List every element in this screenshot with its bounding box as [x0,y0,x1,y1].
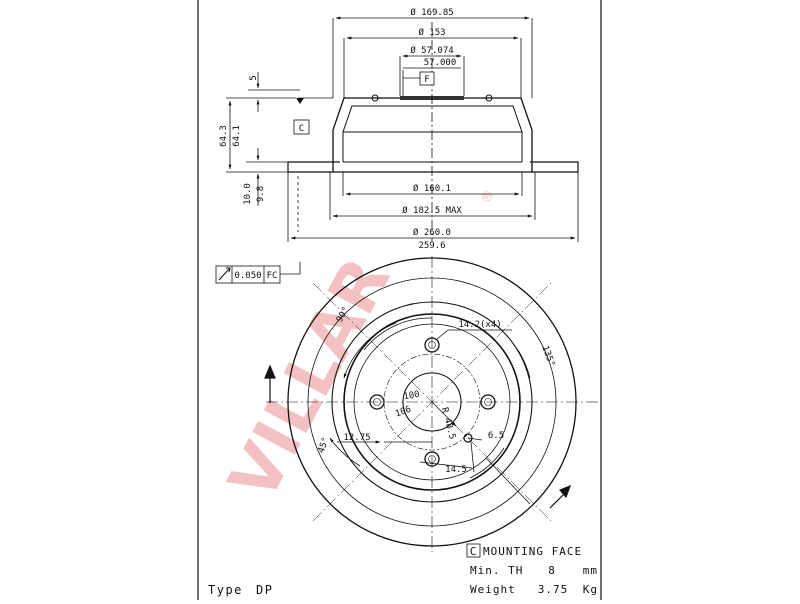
dim-hat-height-min: 64.1 [232,125,242,147]
runout-arrow-icon [218,268,230,281]
type-value: DP [256,583,273,597]
watermark-registered: ® [477,187,498,207]
dim-offset-12-75: 12.75 [343,433,370,443]
dim-disc-thickness-min: 9.8 [256,186,266,202]
dim-disc-thickness-max: 10.0 [243,183,253,205]
datum-f-box: F [419,71,435,86]
dim-disc-dia-max: Ø 260.0 [413,227,451,238]
min-th-label: Min. TH [470,564,523,577]
dim-hole-dia: 14.2(x4) [458,320,501,330]
dim-bore-max: Ø 57.074 [410,45,453,56]
dim-pcd-106: 106 [394,405,413,420]
dim-pcd-100: 100 [403,390,421,403]
runout-tolerance-frame: 0.050 FC [215,262,301,284]
dim-hat-top-thickness: 5 [249,75,259,80]
legend-text: MOUNTING FACE [483,545,582,558]
datum-c-label: C [299,124,304,134]
runout-ref: FC [267,271,278,281]
dim-bore-min: 57.000 [424,58,457,68]
dim-small-hole: 6.5 [488,431,504,441]
side-view-dimensions [226,16,579,242]
weight-value: 3.75 [538,583,569,596]
dim-drum-max: Ø 182.5 MAX [402,205,462,216]
front-view-dimensions [329,322,531,505]
type-label: Type [208,583,243,597]
datum-c-box: C [293,119,310,135]
weight-label: Weight [470,583,516,596]
view-arrow-diagonal-icon [558,484,572,499]
view-direction-arrows [264,364,572,509]
dim-angle-135: 135° [539,344,556,368]
dim-inner-dia: Ø 160.1 [413,183,451,194]
type-block: Type DP [208,583,273,597]
locating-hole [463,433,473,443]
legend-box-label: C [470,545,478,558]
dim-outer-flange: Ø 169.85 [410,7,453,18]
runout-value: 0.050 [234,271,261,281]
dim-disc-dia-min: 259.6 [418,241,445,251]
weight-unit: Kg [583,583,598,596]
dim-offset-14-5: 14.5 [445,465,467,475]
notes-block: C MOUNTING FACE Min. TH 8 mm Weight 3.75… [466,543,598,596]
min-th-value: 8 [548,564,556,577]
front-view [266,256,598,552]
datum-f-label: F [424,75,429,85]
dim-hat-top: Ø 153 [418,27,445,38]
side-view [287,22,579,242]
dim-hat-height-max: 64.3 [219,125,229,147]
watermark-text: VILLAR [214,245,405,512]
min-th-unit: mm [583,564,598,577]
view-arrow-up-icon [264,364,276,379]
dim-radius: R 48.5 [439,406,457,440]
